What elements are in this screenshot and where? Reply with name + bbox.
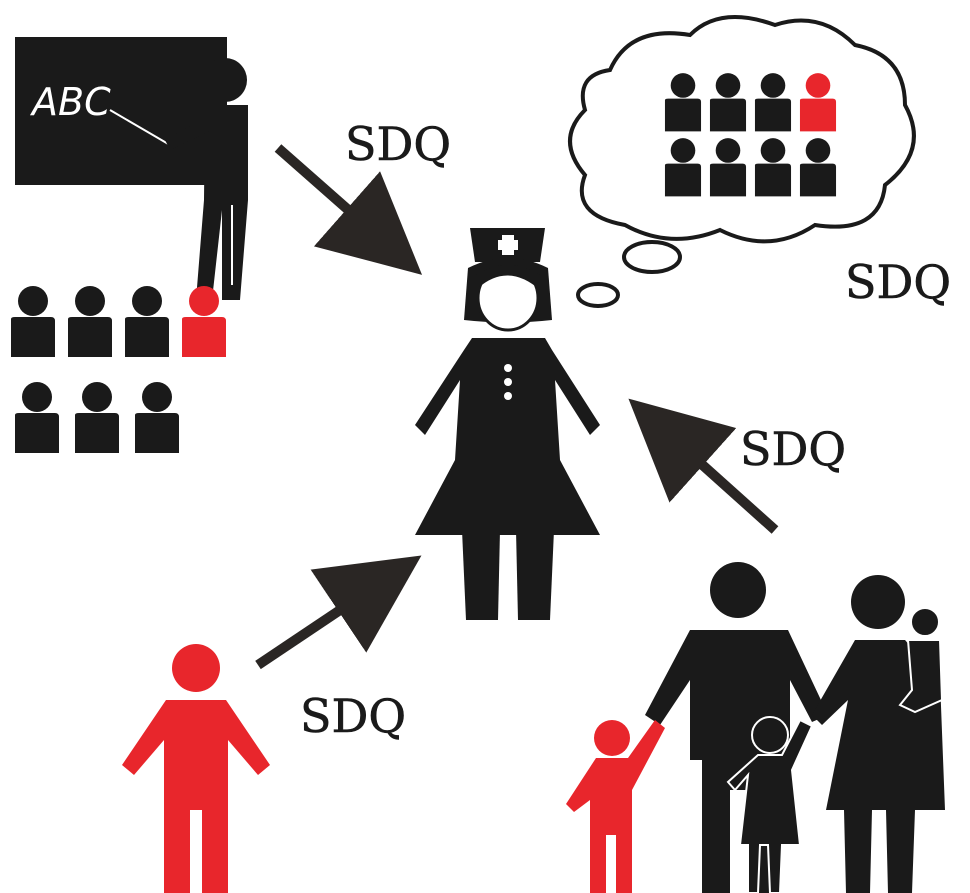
family-icon [566, 562, 945, 893]
arrow-child-to-nurse [255, 555, 422, 670]
baby-figure [898, 607, 944, 714]
class-group-icon [11, 286, 226, 453]
sdq-label-thought: SDQ [845, 255, 951, 309]
child-icon [122, 644, 270, 893]
boy-figure [566, 720, 665, 893]
teacher-icon [165, 58, 248, 300]
teacher-group: ABC [11, 37, 248, 453]
school-nurse-icon [415, 228, 600, 620]
arrow-parents-to-nurse [628, 398, 779, 534]
sdq-label-child: SDQ [300, 689, 406, 743]
blackboard-text: ABC [29, 80, 111, 124]
arrow-teacher-to-nurse [274, 144, 423, 275]
sdq-label-parents: SDQ [740, 422, 846, 476]
father-figure [645, 562, 828, 893]
blackboard [15, 37, 227, 185]
girl-figure [726, 716, 814, 893]
pointer-stick [109, 109, 171, 146]
sdq-label-teacher: SDQ [345, 117, 451, 171]
